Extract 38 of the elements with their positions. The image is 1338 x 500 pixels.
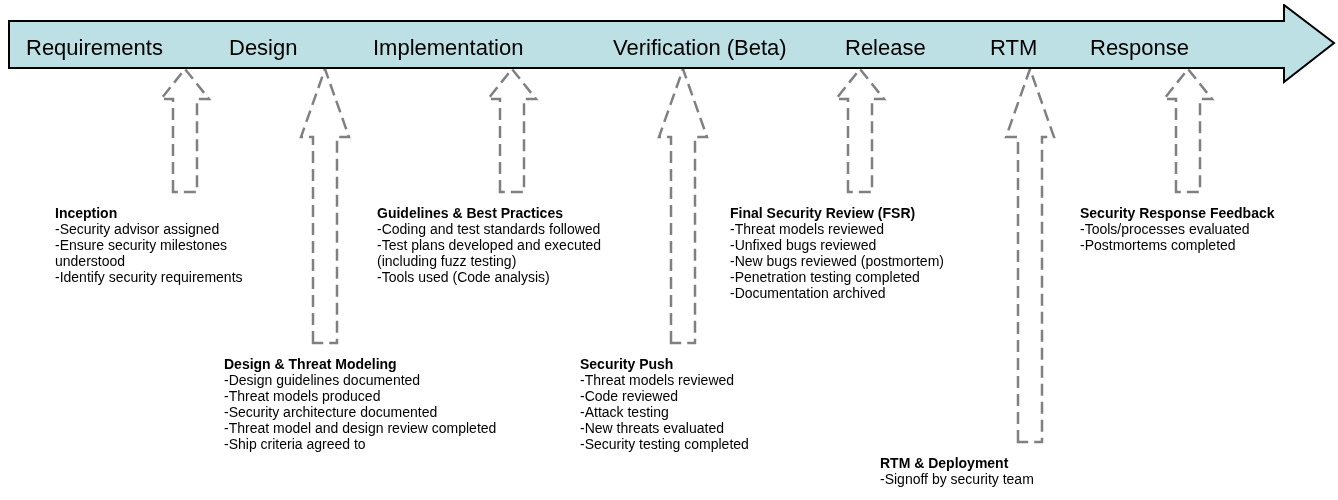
list-item: -New threats evaluated bbox=[580, 420, 725, 436]
list-item: -Unfixed bugs reviewed bbox=[730, 237, 878, 253]
list-item: -Security testing completed bbox=[580, 436, 750, 452]
list-item: -Coding and test standards followed bbox=[377, 221, 602, 237]
block-heading: Guidelines & Best Practices bbox=[377, 205, 564, 221]
block-heading: Inception bbox=[55, 205, 119, 221]
block-heading: Security Response Feedback bbox=[1080, 205, 1276, 221]
list-item: -New bugs reviewed (postmortem) bbox=[730, 253, 945, 269]
list-item: -Security advisor assigned bbox=[55, 221, 221, 237]
block-heading: Security Push bbox=[580, 356, 675, 372]
phase-label: Design bbox=[229, 35, 298, 61]
block-heading: Design & Threat Modeling bbox=[224, 356, 398, 372]
list-item: -Signoff by security team bbox=[880, 471, 1035, 487]
phase-label: Response bbox=[1090, 35, 1190, 61]
phase-label: RTM bbox=[990, 35, 1038, 61]
phase-label: Verification (Beta) bbox=[613, 35, 787, 61]
list-item: -Tools used (Code analysis) bbox=[377, 269, 551, 285]
list-item: -Penetration testing completed bbox=[730, 269, 921, 285]
list-item: -Identify security requirements bbox=[55, 269, 244, 285]
list-item: -Threat models reviewed bbox=[580, 372, 736, 388]
list-item: -Postmortems completed bbox=[1080, 237, 1237, 253]
list-item: -Documentation archived bbox=[730, 285, 887, 301]
list-item: -Threat models reviewed bbox=[730, 221, 886, 237]
list-item: -Ship criteria agreed to bbox=[224, 436, 367, 452]
list-item: -Ensure security milestones understood bbox=[55, 237, 228, 269]
phase-label: Release bbox=[845, 35, 926, 61]
list-item: -Security architecture documented bbox=[224, 404, 439, 420]
block-heading: RTM & Deployment bbox=[880, 455, 1010, 471]
list-item: -Test plans developed and executed (including fuzz testing) bbox=[377, 237, 603, 269]
block-heading: Final Security Review (FSR) bbox=[730, 205, 917, 221]
list-item: -Design guidelines documented bbox=[224, 372, 422, 388]
list-item: -Threat models produced bbox=[224, 388, 382, 404]
list-item: -Attack testing bbox=[580, 404, 670, 420]
list-item: -Code reviewed bbox=[580, 388, 680, 404]
phase-label: Implementation bbox=[373, 35, 524, 61]
phase-label: Requirements bbox=[26, 35, 163, 61]
list-item: -Tools/processes evaluated bbox=[1080, 221, 1251, 237]
list-item: -Threat model and design review completed bbox=[224, 420, 498, 436]
